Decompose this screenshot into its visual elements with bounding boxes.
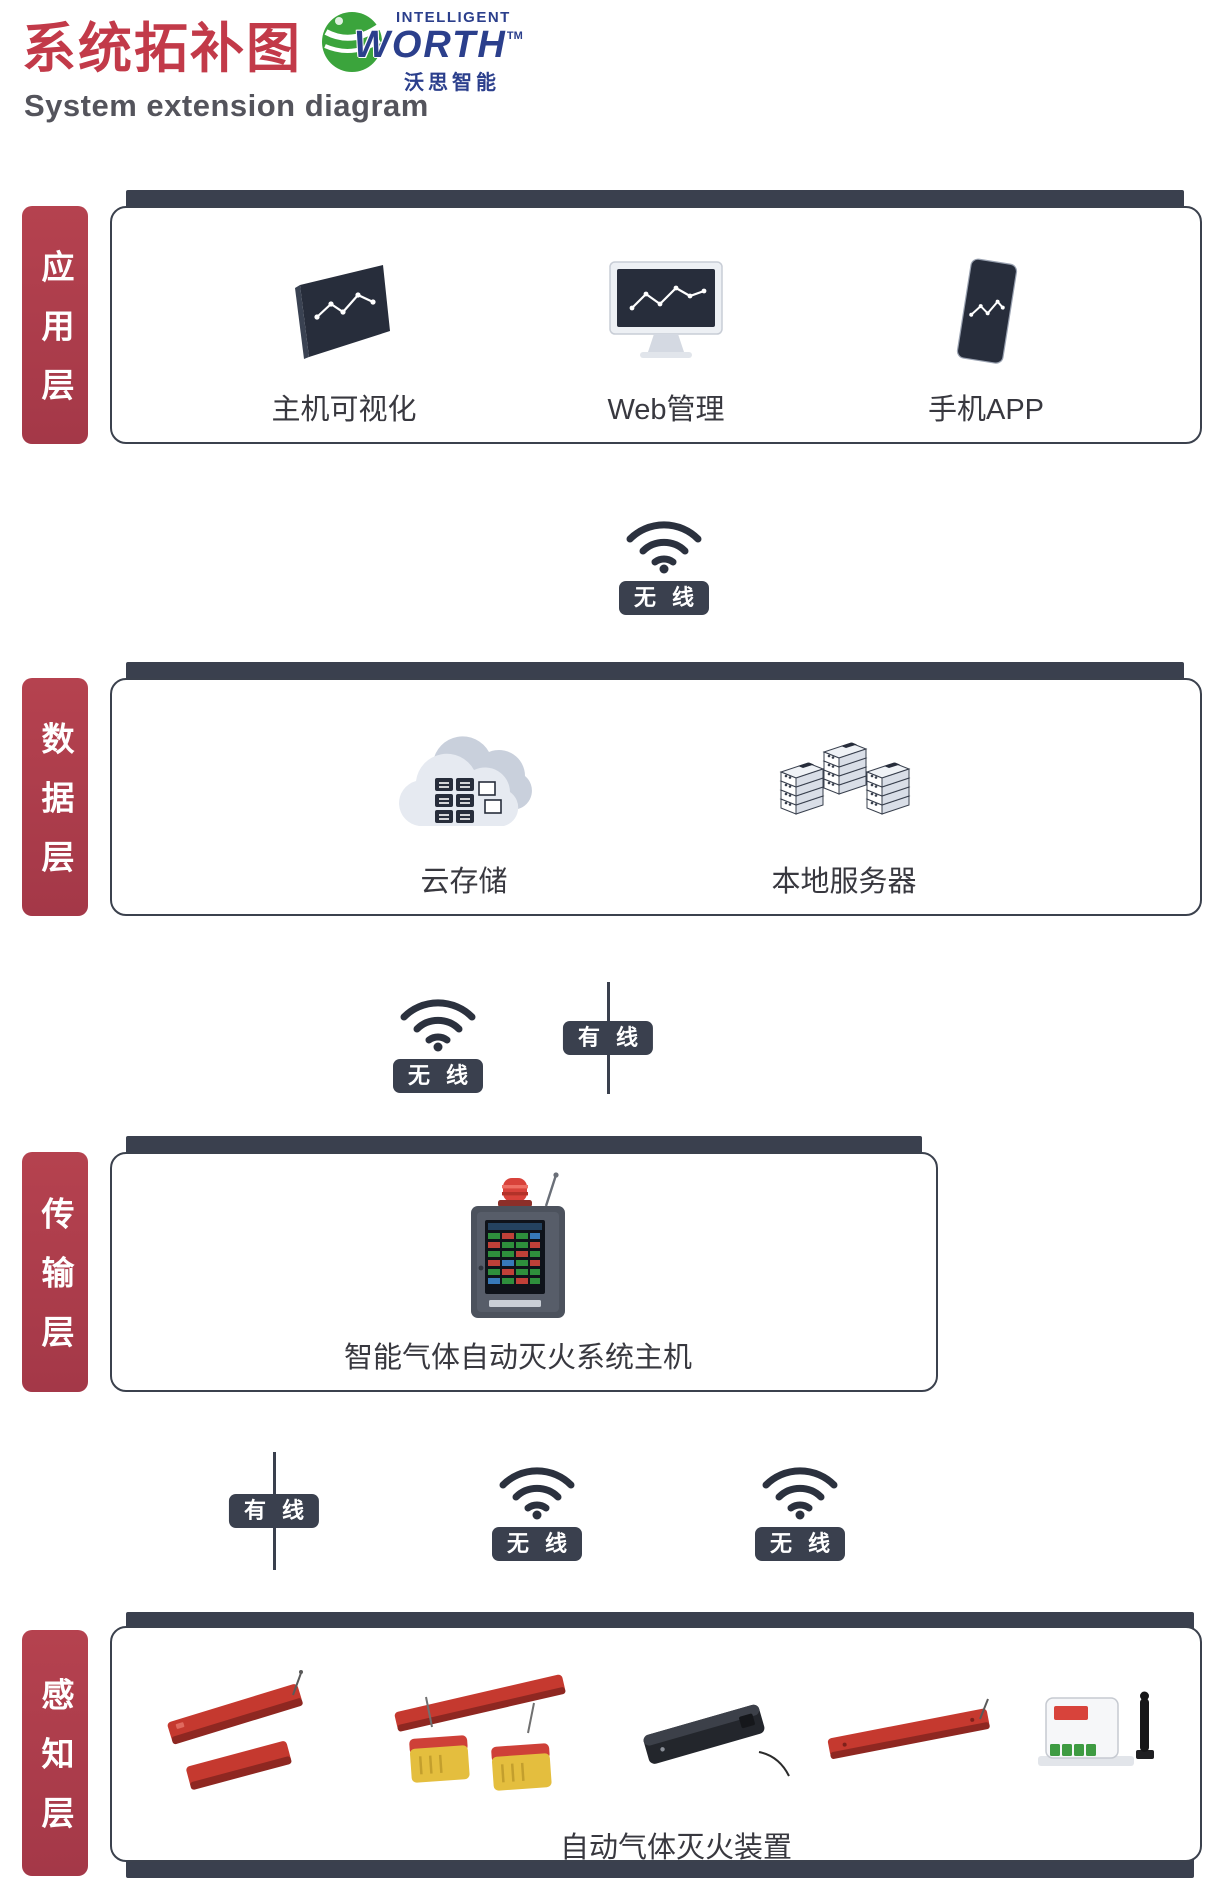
data-panel: 云存储: [110, 678, 1202, 916]
layer-tab-label: 数据层: [37, 721, 74, 899]
device-red-bar: [810, 1658, 1010, 1808]
item-label: Web管理: [607, 394, 725, 426]
item-label: 云存储: [420, 866, 508, 898]
logo-cn-name: 沃思智能: [404, 72, 500, 94]
layer-tab-label: 应用层: [37, 249, 74, 427]
page-subtitle: System extension diagram: [24, 88, 429, 123]
item-label: 主机可视化: [271, 394, 417, 426]
transmission-panel: 智能气体自动灭火系统主机: [110, 1152, 938, 1392]
worth-logo: INTELLIGENT WORTHTM 沃思智能: [318, 2, 538, 97]
wired-connector-1: 有 线: [562, 982, 654, 1094]
wifi-icon: [400, 999, 476, 1052]
layer-tab-data: 数据层: [22, 678, 88, 916]
logo-worth-text: WORTHTM: [354, 24, 523, 66]
item-cloud-storage: 云存储: [314, 708, 614, 900]
wireless-badge: 无 线: [618, 581, 710, 615]
wifi-icon: [762, 1467, 838, 1520]
wireless-badge: 无 线: [491, 1527, 583, 1561]
screen-chart-icon: [284, 236, 404, 386]
yellow-red-modules-image: [380, 1658, 580, 1808]
item-host-visualization: 主机可视化: [194, 236, 494, 428]
item-label: 手机APP: [927, 394, 1045, 426]
wired-connector-2: 有 线: [228, 1452, 320, 1570]
layer-tab-transmission: 传输层: [22, 1152, 88, 1392]
layer-tab-label: 传输层: [37, 1196, 74, 1374]
layer-tab-application: 应用层: [22, 206, 88, 444]
wifi-icon: [626, 521, 702, 574]
wifi-icon: [499, 1467, 575, 1520]
wireless-connector-1: 无 线: [618, 512, 710, 615]
layer-tab-perception: 感知层: [22, 1630, 88, 1876]
layer-tab-label: 感知层: [37, 1677, 74, 1855]
wired-badge: 有 线: [562, 1021, 654, 1055]
device-black-module: [608, 1658, 808, 1808]
wireless-connector-2: 无 线: [392, 990, 484, 1093]
logo-tm: TM: [506, 30, 523, 42]
device-red-detector-pair: [140, 1658, 340, 1808]
item-web-management: Web管理: [516, 236, 816, 428]
wireless-badge: 无 线: [754, 1527, 846, 1561]
perception-label: 自动气体灭火装置: [559, 1832, 792, 1864]
transmission-topbar: [126, 1136, 922, 1156]
phone-chart-icon: [938, 236, 1034, 386]
globe-icon: [322, 12, 382, 72]
application-panel: 主机可视化 Web管理: [110, 206, 1202, 444]
server-stack-icon: [777, 708, 912, 858]
item-local-server: 本地服务器: [694, 708, 994, 900]
page-title: 系统拓补图: [22, 19, 302, 79]
device-yellow-red-modules: [380, 1658, 580, 1808]
item-mobile-app: 手机APP: [836, 236, 1136, 428]
wireless-badge: 无 线: [392, 1059, 484, 1093]
item-label: 智能气体自动灭火系统主机: [344, 1342, 693, 1374]
fire-host-device-image: [443, 1168, 593, 1334]
data-topbar: [126, 662, 1184, 682]
wireless-connector-4: 无 线: [754, 1458, 846, 1561]
application-topbar: [126, 190, 1184, 210]
monitor-chart-icon: [606, 236, 726, 386]
device-white-transmitter: [998, 1658, 1198, 1808]
red-bar-device-image: [818, 1658, 1003, 1808]
item-fire-host: 智能气体自动灭火系统主机: [344, 1168, 692, 1376]
black-module-image: [621, 1658, 796, 1808]
logo-intelligent-text: INTELLIGENT: [396, 9, 511, 26]
item-label: 本地服务器: [771, 866, 917, 898]
wired-badge: 有 线: [228, 1494, 320, 1528]
white-transmitter-image: [1016, 1658, 1181, 1808]
perception-panel: 自动气体灭火装置: [110, 1626, 1202, 1864]
red-detector-pair-image: [145, 1658, 335, 1808]
cloud-storage-icon: [389, 708, 539, 858]
wireless-connector-3: 无 线: [491, 1458, 583, 1561]
